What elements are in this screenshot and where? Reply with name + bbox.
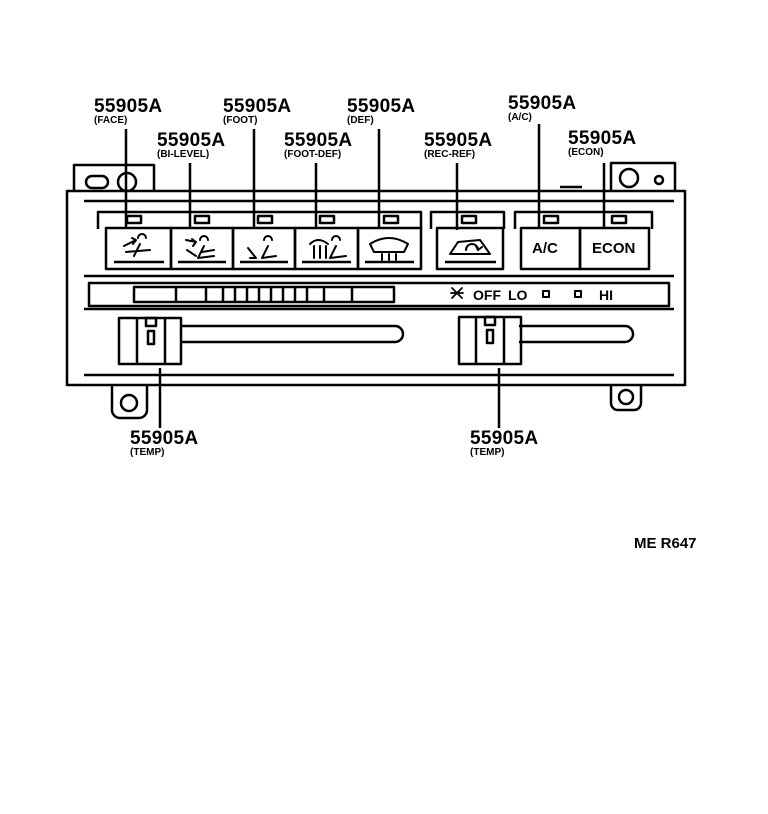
callout-ac-function: (A/C): [508, 112, 532, 123]
callout-rec-ref-function: (REC-REF): [424, 149, 476, 160]
callout-bi-level-function: (BI-LEVEL): [157, 149, 210, 160]
fan-icon: [450, 287, 464, 299]
callout-econ-function: (ECON): [568, 147, 604, 158]
callout-foot-def-part: 55905A: [284, 130, 353, 151]
callout-ac-part: 55905A: [508, 93, 577, 114]
fan-hi-label: HI: [599, 287, 613, 303]
callout-econ-part: 55905A: [568, 128, 637, 149]
callout-def-function: (DEF): [347, 115, 374, 126]
callout-foot-def-function: (FOOT-DEF): [284, 149, 342, 160]
callout-foot-function: (FOOT): [223, 115, 258, 126]
callout-face-part: 55905A: [94, 96, 163, 117]
foot-def-vent-icon: [309, 235, 347, 259]
econ-button-label: ECON: [592, 240, 636, 257]
callout-temp-left-function: (TEMP): [130, 447, 165, 458]
callout-temp-left-part: 55905A: [130, 428, 199, 449]
defrost-icon: [369, 237, 409, 261]
fan-off-label: OFF: [473, 287, 501, 303]
bi-level-vent-icon: [185, 235, 215, 259]
foot-vent-icon: [247, 235, 277, 259]
callout-rec-ref-part: 55905A: [424, 130, 493, 151]
recirculation-icon: [449, 239, 491, 255]
callout-def-part: 55905A: [347, 96, 416, 117]
ac-button-label: A/C: [532, 240, 558, 257]
drawing-reference: ME R647: [634, 535, 697, 552]
callout-bi-level-part: 55905A: [157, 130, 226, 151]
callout-temp-right-part: 55905A: [470, 428, 539, 449]
callout-face-function: (FACE): [94, 115, 128, 126]
face-vent-icon: [123, 233, 151, 257]
callout-temp-right-function: (TEMP): [470, 447, 505, 458]
callout-foot-part: 55905A: [223, 96, 292, 117]
fan-lo-label: LO: [508, 287, 528, 303]
